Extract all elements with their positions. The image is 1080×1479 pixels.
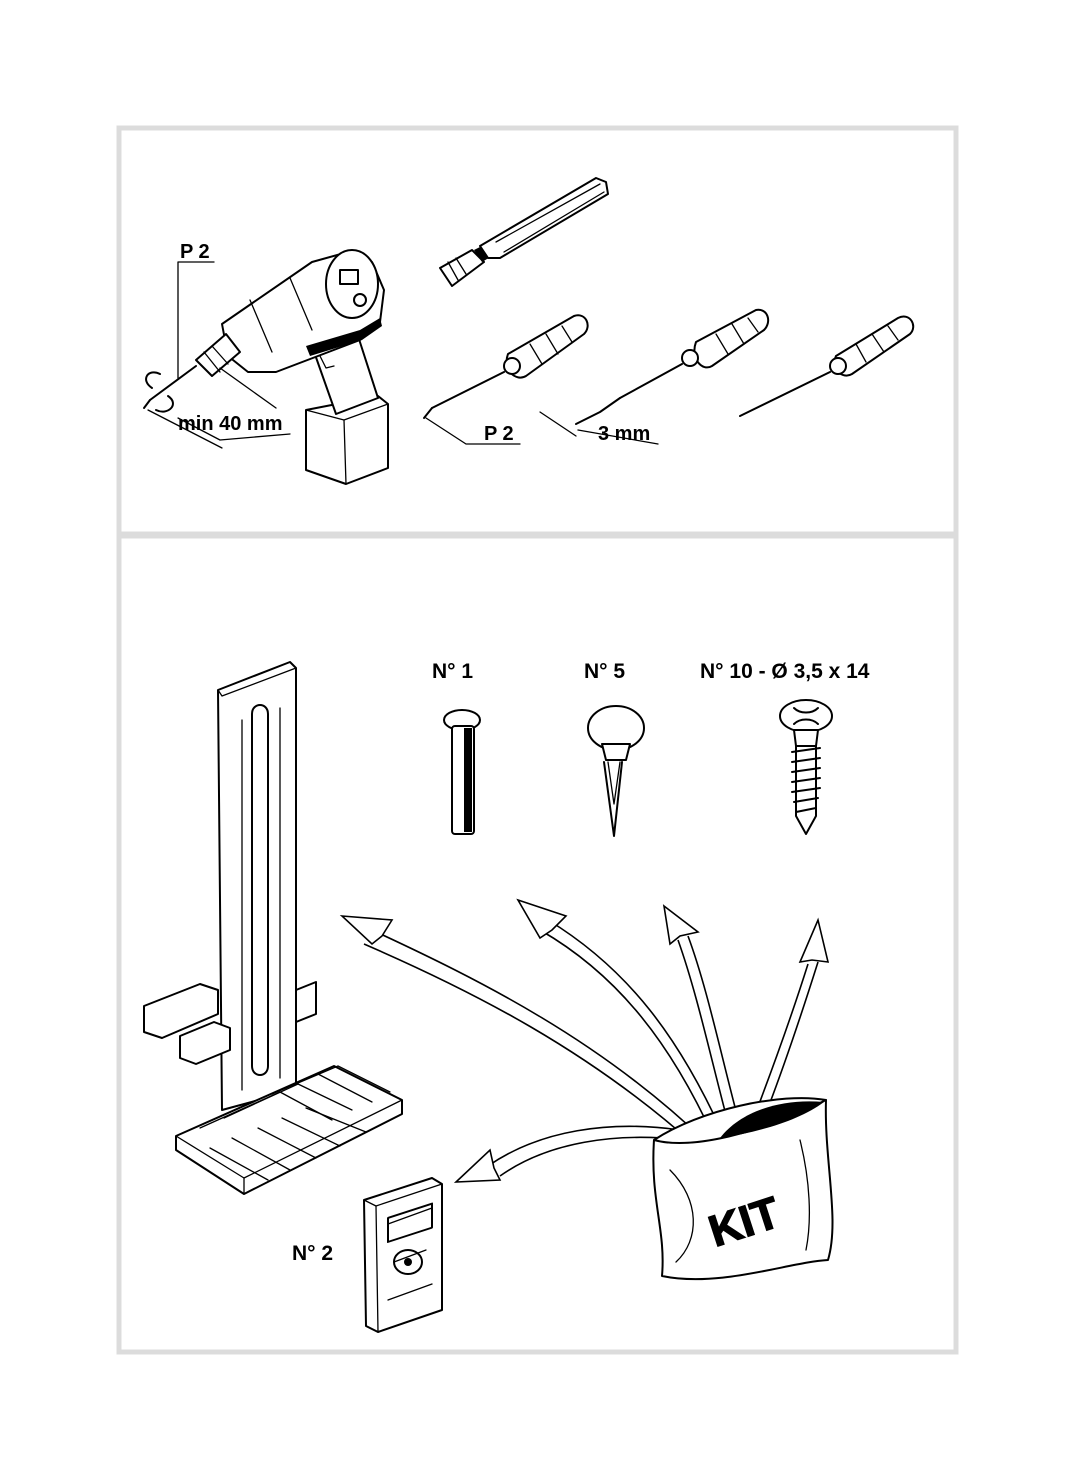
part1-label: N° 1 [432,660,473,683]
cordless-drill-icon [143,249,389,485]
bradawl-icon [739,315,915,417]
vertical-bracket-icon [143,661,403,1195]
clip-part5-icon [587,705,645,837]
arrow-to-clip-icon [662,904,741,1131]
part2-label: N° 2 [292,1242,333,1265]
screwdriver-label: P 2 [484,423,514,445]
depth-label: min 40 mm [178,413,282,435]
arrow-to-connector-icon [453,1125,685,1183]
drill-bit-label: P 2 [180,241,210,263]
awl-label: 3 mm [598,423,650,445]
kit-panel-frame [116,533,959,1355]
arrow-to-pin-icon [516,898,723,1139]
arrow-to-bracket-icon [339,915,707,1151]
part5-label: N° 5 [584,660,625,683]
connector-part2-icon [363,1177,443,1333]
kit-bag-icon [652,1097,834,1281]
screw-part10-icon [779,699,833,835]
arrow-to-screw-icon [755,917,830,1113]
gimlet-icon [539,308,770,445]
part10-label: N° 10 - Ø 3,5 x 14 [700,660,870,683]
screwdriver-icon [423,314,589,445]
pin-part1-icon [443,709,481,835]
utility-knife-icon [439,177,609,287]
